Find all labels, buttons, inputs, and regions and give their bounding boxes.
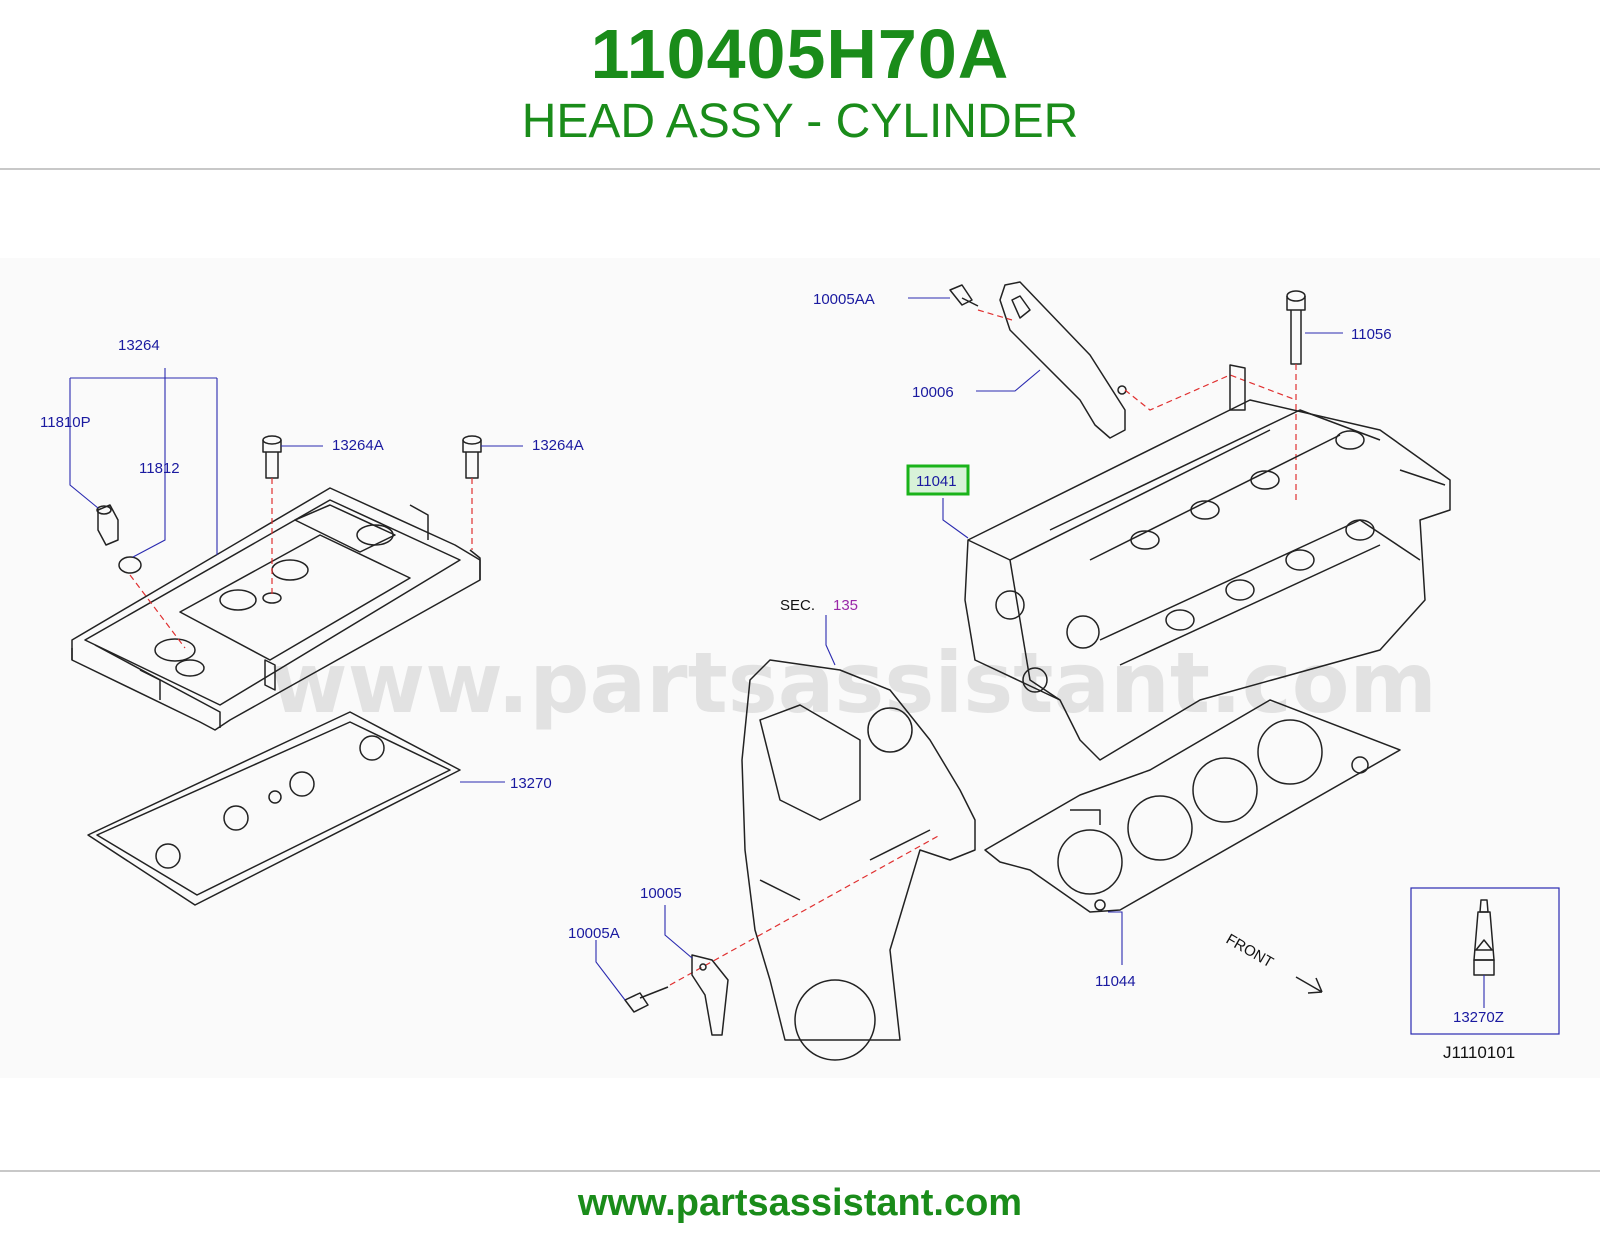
callout-10005A[interactable]: 10005A <box>568 925 620 942</box>
callout-10005AA[interactable]: 10005AA <box>813 291 875 308</box>
callout-13264[interactable]: 13264 <box>118 337 160 354</box>
callout-11041-highlight <box>906 464 970 496</box>
cylinder-head-drawing <box>964 364 1451 761</box>
callout-13264A-1[interactable]: 13264A <box>332 437 384 454</box>
bracket-10005-drawing <box>691 954 729 1036</box>
callout-13270[interactable]: 13270 <box>510 775 552 792</box>
callout-13270Z[interactable]: 13270Z <box>1453 1009 1504 1026</box>
section-label: SEC. <box>780 597 815 614</box>
callout-11810P[interactable]: 11810P <box>40 414 91 431</box>
pcv-grommet-drawing <box>118 556 142 574</box>
footer-url-link[interactable]: www.partsassistant.com <box>577 1182 1023 1224</box>
callout-13264A-2[interactable]: 13264A <box>532 437 584 454</box>
bolt-11056-drawing <box>1286 290 1306 365</box>
callout-10005[interactable]: 10005 <box>640 885 682 902</box>
part-description: HEAD ASSY - CYLINDER <box>521 95 1079 148</box>
footer-divider <box>0 1170 1600 1172</box>
rocker-bolt-1-drawing <box>262 435 282 479</box>
rocker-cover-drawing <box>71 487 481 731</box>
sealant-tube-drawing <box>1473 899 1495 976</box>
callout-11056[interactable]: 11056 <box>1351 326 1392 343</box>
pcv-valve-drawing <box>96 504 119 546</box>
rocker-bolt-2-drawing <box>462 435 482 479</box>
bracket-10006-drawing <box>999 281 1127 439</box>
callout-11044[interactable]: 11044 <box>1095 973 1136 990</box>
bolt-10005AA-drawing <box>949 284 979 307</box>
header-divider <box>0 168 1600 170</box>
inset-box <box>1410 887 1560 1035</box>
rocker-cover-gasket-drawing <box>87 711 461 906</box>
drawing-id: J1110101 <box>1443 1043 1515 1062</box>
front-label: FRONT <box>1223 931 1276 972</box>
section-number-link[interactable]: 135 <box>833 597 858 614</box>
diagram-background <box>0 258 1600 1078</box>
head-gasket-drawing <box>984 699 1401 913</box>
page-header: 110405H70A HEAD ASSY - CYLINDER <box>0 0 1600 168</box>
callout-11812[interactable]: 11812 <box>139 460 180 477</box>
callout-11041[interactable]: 11041 <box>916 473 957 490</box>
bolt-10005A-drawing <box>624 986 669 1013</box>
timing-cover-drawing <box>741 659 976 1061</box>
front-arrow-icon <box>1295 976 1323 994</box>
part-number-title: 110405H70A <box>590 15 1010 93</box>
callout-10006[interactable]: 10006 <box>912 384 954 401</box>
